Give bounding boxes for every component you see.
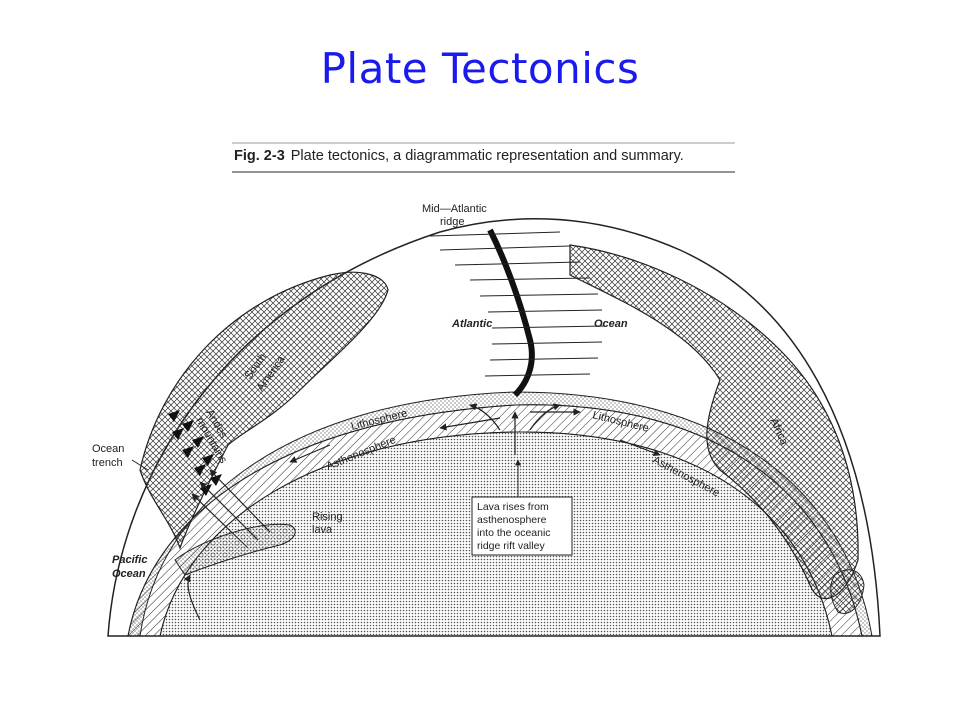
label-ridge-1: Mid—Atlantic <box>422 203 487 215</box>
rising-lava <box>174 523 296 576</box>
label-rising-2: lava <box>312 524 333 536</box>
label-pacific-2: Ocean <box>112 568 146 580</box>
label-trench-2: trench <box>92 457 123 469</box>
africa-continent <box>569 244 859 600</box>
madagascar <box>830 569 865 614</box>
slide-title: Plate Tectonics <box>320 44 640 93</box>
label-ocean: Ocean <box>594 318 628 330</box>
lava-callout-line-2: asthenosphere <box>477 514 547 526</box>
mid-atlantic-ridge <box>429 228 605 398</box>
south-america-continent <box>139 271 389 550</box>
label-ridge-2: ridge <box>440 216 464 228</box>
lava-callout-line-4: ridge rift valley <box>477 540 545 552</box>
lava-callout-line-1: Lava rises from <box>477 501 549 513</box>
label-atlantic: Atlantic <box>451 318 492 330</box>
lava-callout-box <box>471 496 573 556</box>
label-trench-1: Ocean <box>92 443 124 455</box>
figure-caption-text: Plate tectonics, a diagrammatic represen… <box>290 148 684 164</box>
label-rising-1: Rising <box>312 511 343 523</box>
lithosphere-band <box>127 391 873 637</box>
figure-number: Fig. 2-3 <box>234 148 285 164</box>
convection-arrows <box>183 403 661 621</box>
lava-callout-line-3: into the oceanic <box>477 527 551 539</box>
figure-caption: Fig. 2-3 Plate tectonics, a diagrammatic … <box>234 148 854 164</box>
trench-pointer <box>131 459 149 471</box>
label-pacific-1: Pacific <box>112 554 147 566</box>
